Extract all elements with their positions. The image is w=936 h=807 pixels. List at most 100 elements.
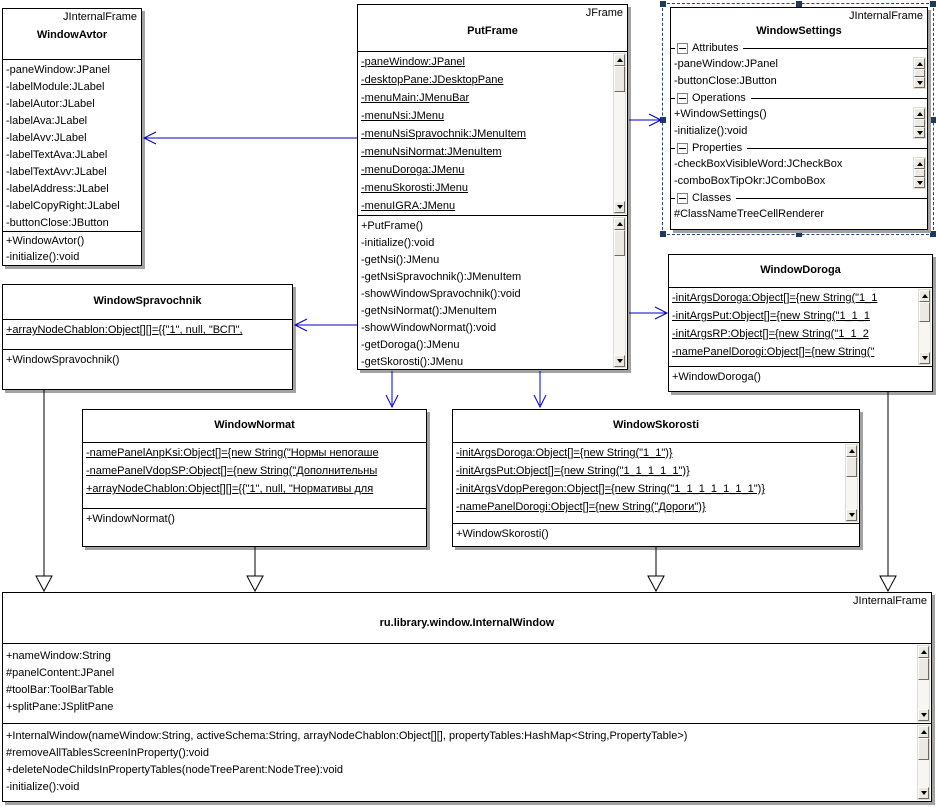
collapse-icon[interactable] [677, 142, 688, 154]
attribute-row[interactable]: -namePanelDorogi:Object[]={new String("Д… [456, 501, 706, 513]
operation-row[interactable]: -initialize():void [6, 251, 80, 263]
scroll-up-button[interactable] [614, 54, 625, 66]
attribute-row[interactable]: -menuIGRA:JMenu [361, 200, 456, 212]
association-putframe-windowavtor[interactable] [142, 131, 357, 145]
scrollbar-thumb[interactable] [919, 302, 930, 322]
attribute-row[interactable]: -initArgsDoroga:Object[]={new String("1_… [456, 447, 673, 459]
attribute-row[interactable]: -labelTextAva:JLabel [6, 149, 108, 161]
scrollbar-thumb[interactable] [918, 658, 929, 680]
class-internalwindow[interactable]: JInternalFrame ru.library.window.Interna… [2, 592, 932, 802]
scrollbar[interactable] [845, 444, 858, 522]
scrollbar-thumb[interactable] [918, 738, 929, 760]
scrollbar[interactable] [613, 217, 626, 368]
scrollbar-thumb[interactable] [914, 169, 925, 177]
attribute-row[interactable]: -menuMain:JMenuBar [361, 92, 470, 104]
generalization-windowskorosti-internalwindow[interactable] [647, 547, 665, 593]
association-putframe-windowskorosti[interactable] [533, 371, 547, 409]
scrollbar[interactable] [913, 107, 926, 139]
selection-handle[interactable] [660, 1, 666, 7]
class-putframe[interactable]: JFrame PutFrame -paneWindow:JPanel -desk… [357, 4, 628, 370]
operation-row[interactable]: -showWindowSpravochnik():void [361, 288, 521, 300]
operation-row[interactable]: -initialize():void [6, 781, 80, 793]
scroll-up-button[interactable] [914, 58, 925, 69]
attribute-row[interactable]: -initArgsDoroga:Object[]={new String("1_… [672, 292, 878, 304]
scrollbar[interactable] [917, 645, 930, 722]
attribute-row[interactable]: -menuNsiNormat:JMenuItem [361, 146, 502, 158]
selection-handle[interactable] [930, 231, 936, 237]
class-windowdoroga[interactable]: WindowDoroga -initArgsDoroga:Object[]={n… [668, 254, 933, 392]
attribute-row[interactable]: -namePanelAnpKsi:Object[]={new String("Н… [86, 447, 379, 459]
property-row[interactable]: -checkBoxVisibleWord:JCheckBox [674, 158, 843, 170]
scroll-up-button[interactable] [846, 445, 857, 457]
attribute-row[interactable]: -labelAvv:JLabel [6, 132, 87, 144]
attribute-row[interactable]: #toolBar:ToolBarTable [6, 684, 114, 696]
operation-row[interactable]: -getDoroga():JMenu [361, 339, 460, 351]
collapse-icon[interactable] [677, 192, 688, 204]
scroll-down-button[interactable] [914, 77, 925, 88]
scroll-up-button[interactable] [918, 726, 929, 738]
attribute-row[interactable]: -menuNsi:JMenu [361, 110, 445, 122]
scrollbar[interactable] [913, 57, 926, 89]
scroll-down-button[interactable] [918, 709, 929, 721]
attribute-row[interactable]: -menuNsiSpravochnik:JMenuItem [361, 128, 527, 140]
attribute-row[interactable]: -labelTextAvv:JLabel [6, 166, 107, 178]
operation-row[interactable]: +WindowNormat() [86, 513, 175, 525]
attribute-row[interactable]: -menuSkorosti:JMenu [361, 182, 468, 194]
scrollbar[interactable] [613, 53, 626, 214]
operation-row[interactable]: #removeAllTablesScreenInProperty():void [6, 747, 209, 759]
class-row[interactable]: #ClassNameTreeCellRenderer [674, 208, 824, 220]
attribute-row[interactable]: -menuDoroga:JMenu [361, 164, 465, 176]
scrollbar-thumb[interactable] [614, 230, 625, 256]
generalization-windowdoroga-internalwindow[interactable] [879, 392, 897, 593]
operation-row[interactable]: -getNsi():JMenu [361, 254, 440, 266]
scrollbar[interactable] [913, 157, 926, 189]
scroll-down-button[interactable] [918, 787, 929, 799]
attribute-row[interactable]: -desktopPane:JDesktopPane [361, 74, 504, 86]
scroll-down-button[interactable] [614, 355, 625, 367]
scroll-down-button[interactable] [846, 509, 857, 521]
scrollbar-thumb[interactable] [914, 119, 925, 127]
scroll-up-button[interactable] [919, 290, 930, 302]
operation-row[interactable]: +PutFrame() [361, 220, 424, 232]
attribute-row[interactable]: -initArgsRP:Object[]={new String("1_1_2 [672, 328, 869, 340]
scroll-up-button[interactable] [614, 218, 625, 230]
operation-row[interactable]: -initialize():void [361, 237, 435, 249]
scrollbar-thumb[interactable] [614, 66, 625, 92]
attribute-row[interactable]: -namePanelDorogi:Object[]={new String(" [672, 346, 875, 358]
selection-handle[interactable] [796, 231, 802, 237]
operation-row[interactable]: +deleteNodeChildsInPropertyTables(nodeTr… [6, 764, 344, 776]
attribute-row[interactable]: -labelModule:JLabel [6, 81, 105, 93]
scrollbar[interactable] [918, 289, 931, 365]
operation-row[interactable]: -getNsiNormat():JMenuItem [361, 305, 497, 317]
collapse-icon[interactable] [677, 42, 688, 54]
scroll-down-button[interactable] [919, 352, 930, 364]
attribute-row[interactable]: -labelAutor:JLabel [6, 98, 95, 110]
operation-row[interactable]: -getNsiSpravochnik():JMenuItem [361, 271, 522, 283]
class-windowskorosti[interactable]: WindowSkorosti -initArgsDoroga:Object[]=… [452, 409, 860, 547]
attribute-row[interactable]: +nameWindow:String [6, 650, 111, 662]
association-putframe-windowsettings[interactable] [629, 113, 663, 127]
operation-row[interactable]: +WindowAvtor() [6, 235, 85, 247]
attribute-row[interactable]: -labelCopyRight:JLabel [6, 200, 120, 212]
class-windowspravochnik[interactable]: WindowSpravochnik +arrayNodeChablon:Obje… [2, 284, 293, 390]
attribute-row[interactable]: +arrayNodeChablon:Object[][]={{"1", null… [86, 483, 374, 495]
operation-row[interactable]: +WindowDoroga() [672, 371, 761, 383]
class-windowavtor[interactable]: JInternalFrame WindowAvtor -paneWindow:J… [2, 8, 142, 266]
attribute-row[interactable]: -buttonClose:JButton [674, 75, 777, 87]
scroll-down-button[interactable] [914, 177, 925, 188]
attribute-row[interactable]: -buttonClose:JButton [6, 217, 109, 229]
scrollbar-thumb[interactable] [846, 457, 857, 477]
association-putframe-windowspravochnik[interactable] [293, 318, 357, 332]
operation-row[interactable]: +InternalWindow(nameWindow:String, activ… [6, 730, 688, 742]
collapse-icon[interactable] [677, 92, 688, 104]
selection-handle[interactable] [660, 231, 666, 237]
association-putframe-windowdoroga[interactable] [629, 306, 669, 320]
generalization-windowspravochnik-internalwindow[interactable] [35, 390, 53, 593]
attribute-row[interactable]: -paneWindow:JPanel [361, 56, 465, 68]
attribute-row[interactable]: -initArgsVdopPeregon:Object[]={new Strin… [456, 483, 765, 495]
attribute-row[interactable]: -paneWindow:JPanel [6, 64, 110, 76]
scroll-down-button[interactable] [614, 201, 625, 213]
property-row[interactable]: -comboBoxTipOkr:JComboBox [674, 175, 826, 187]
attribute-row[interactable]: -namePanelVdopSP:Object[]={new String("Д… [86, 465, 378, 477]
